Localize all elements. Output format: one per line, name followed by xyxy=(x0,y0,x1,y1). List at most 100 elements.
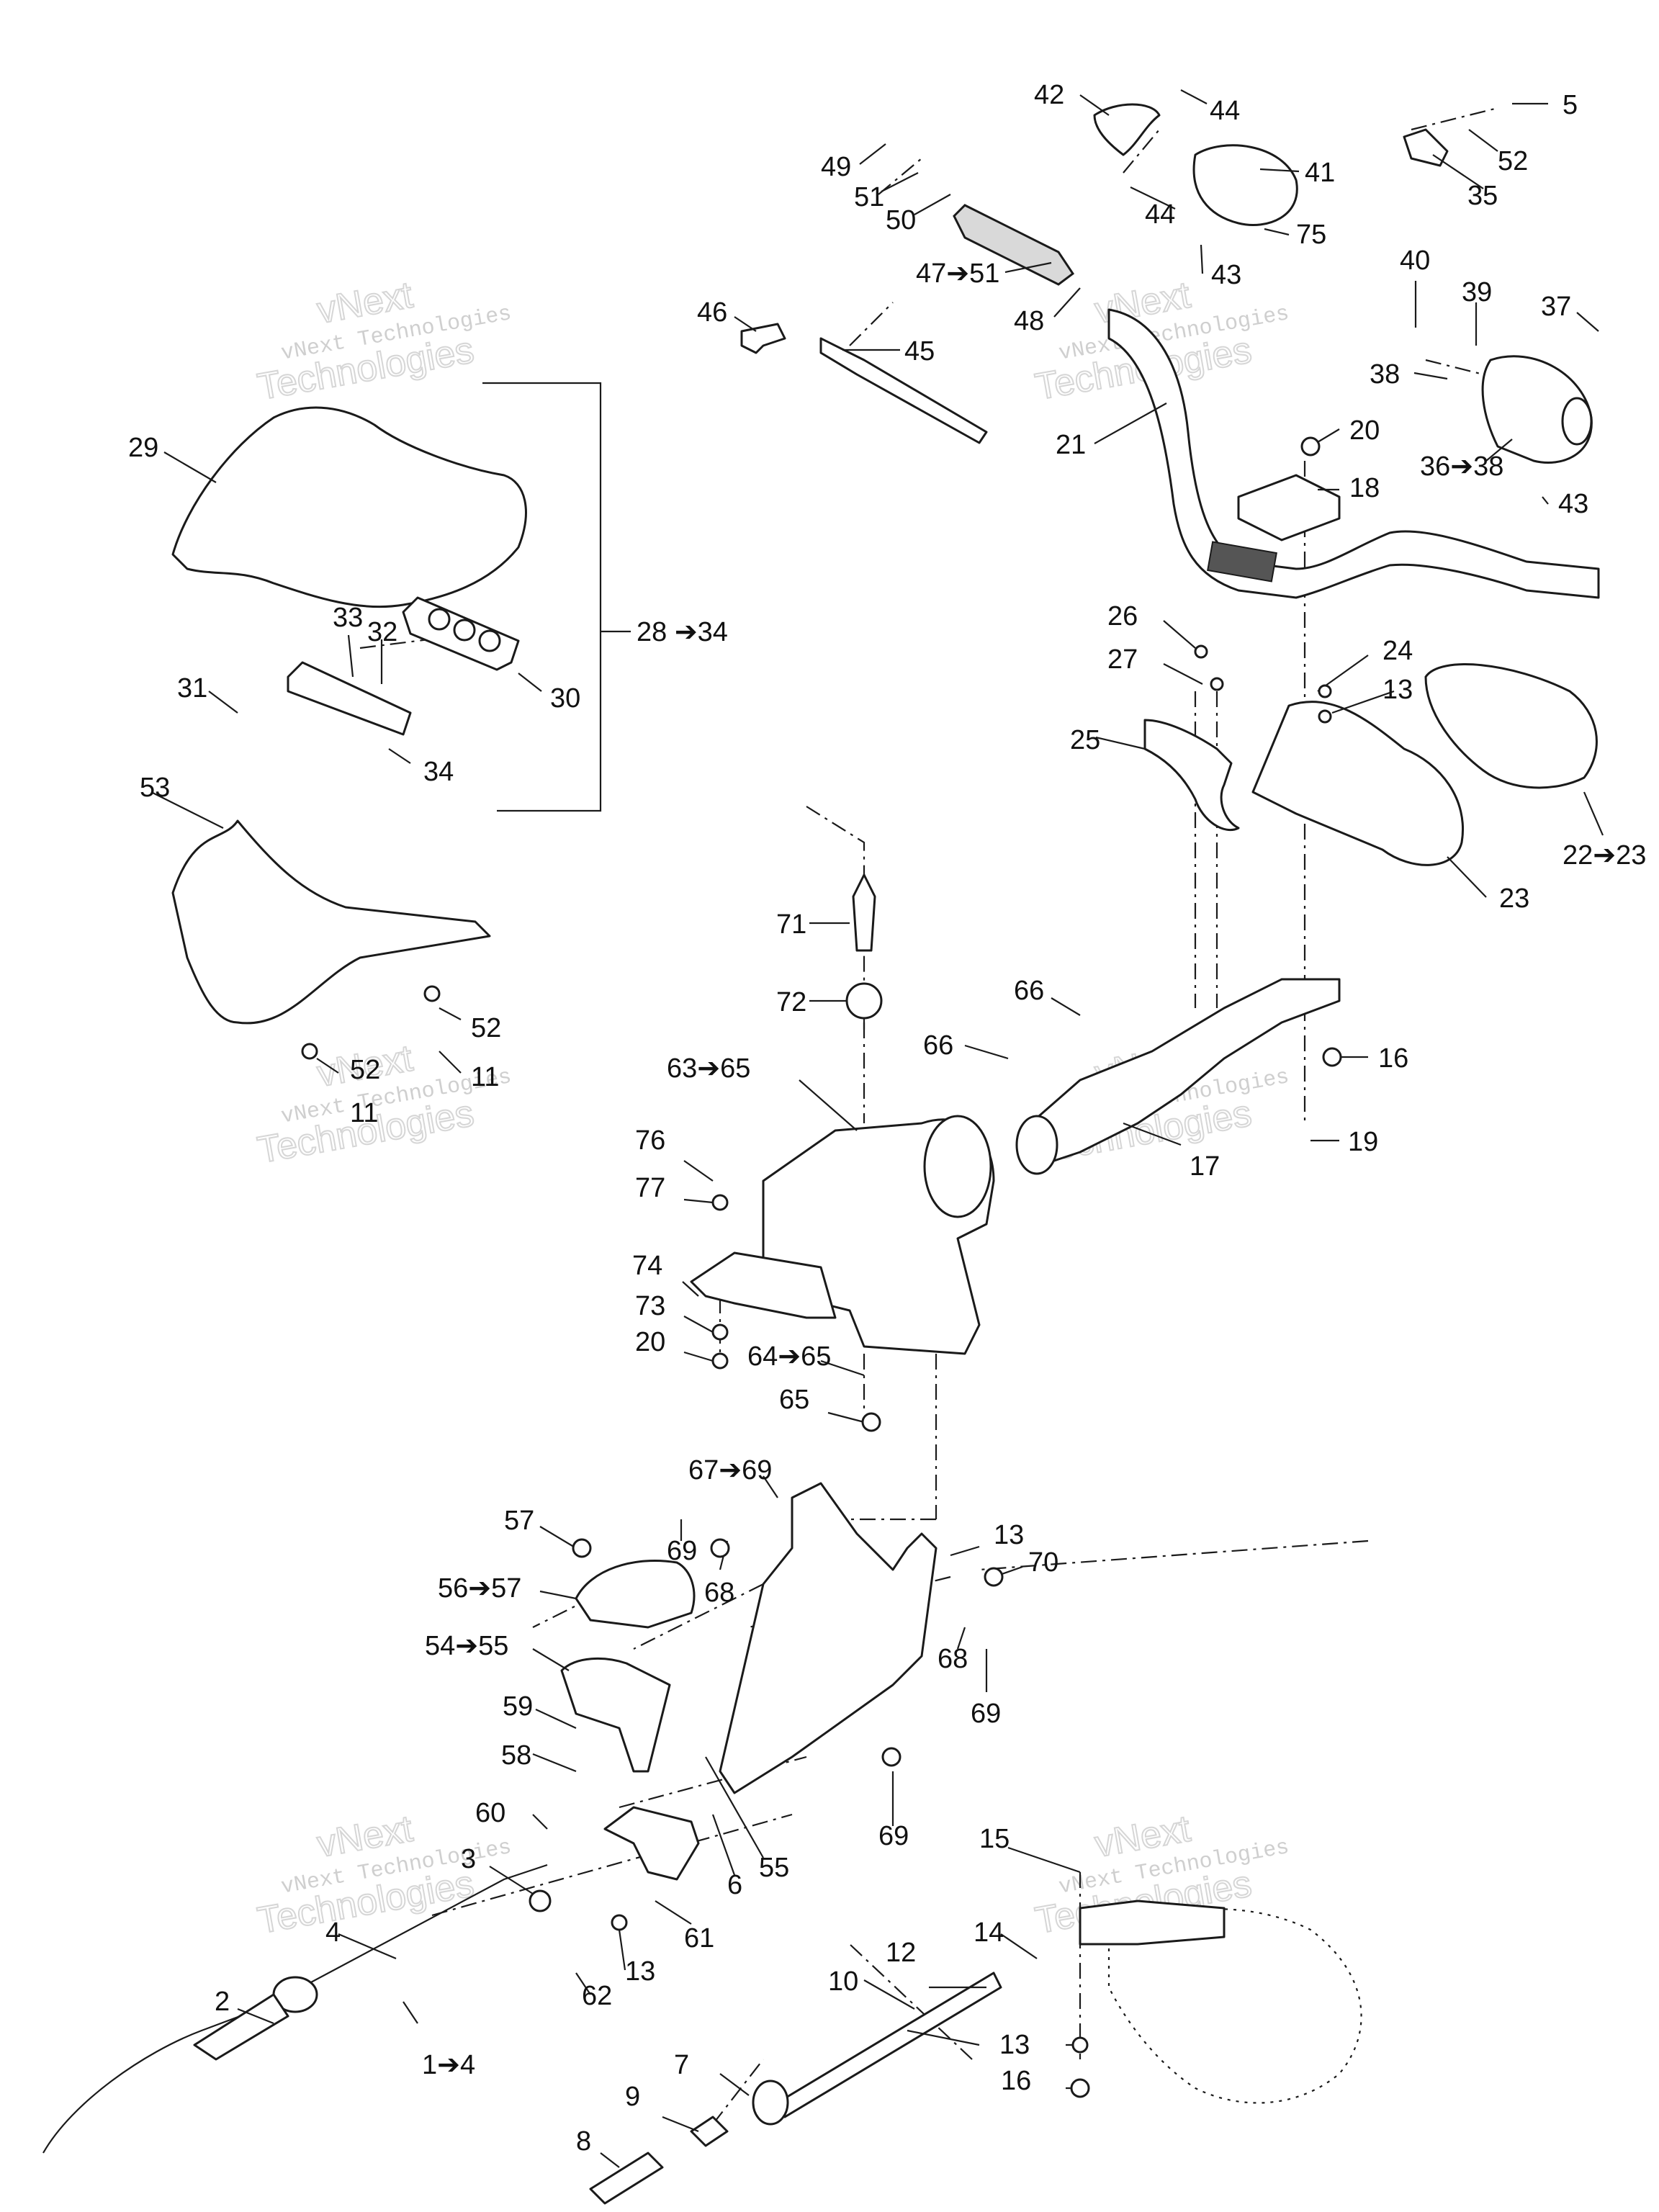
callout-54-55: 54➔55 xyxy=(425,1631,508,1661)
callout-28-34: 28 ➔34 xyxy=(637,617,728,647)
callout-56-57: 56➔57 xyxy=(438,1573,521,1604)
callout-69: 69 xyxy=(667,1536,697,1566)
callout-40: 40 xyxy=(1400,246,1430,276)
stud-shape xyxy=(852,873,876,952)
callout-11: 11 xyxy=(350,1098,378,1128)
callout-74: 74 xyxy=(632,1251,662,1281)
callout-21: 21 xyxy=(1056,430,1086,460)
switch-bracket-shape xyxy=(287,661,412,736)
callout-16: 16 xyxy=(1001,2066,1031,2096)
callout-5: 5 xyxy=(1563,90,1578,120)
callout-61: 61 xyxy=(684,1923,714,1954)
lanyard-cap-shape xyxy=(1093,103,1161,156)
rubber-bumper-shape xyxy=(845,982,883,1020)
callout-43: 43 xyxy=(1211,260,1241,290)
callout-52: 52 xyxy=(1498,146,1528,176)
callout-60: 60 xyxy=(475,1798,505,1828)
callout-34: 34 xyxy=(423,757,454,787)
callout-76: 76 xyxy=(635,1125,665,1156)
watermark: vNext vNext Technologies Technologies xyxy=(253,1037,513,1172)
callout-77: 77 xyxy=(635,1173,665,1203)
parts xyxy=(42,103,1600,2205)
callout-68: 68 xyxy=(704,1578,734,1608)
callout-68: 68 xyxy=(938,1644,968,1674)
handlebar-clamp-shape xyxy=(1237,474,1341,541)
callout-46: 46 xyxy=(697,297,727,328)
group-bracket-28-34 xyxy=(482,382,602,812)
callout-73: 73 xyxy=(635,1291,665,1321)
callout-20: 20 xyxy=(635,1327,665,1357)
callout-69: 69 xyxy=(878,1821,909,1851)
fasteners xyxy=(301,436,1342,2098)
upper-clamp-shape xyxy=(575,1559,696,1629)
callout-26: 26 xyxy=(1107,601,1138,631)
callout-67-69: 67➔69 xyxy=(688,1455,772,1485)
callout-64-65: 64➔65 xyxy=(747,1341,831,1372)
steering-arm-shape xyxy=(1079,1899,1226,1946)
callout-labels: 5 52 35 42 44 49 51 50 41 44 75 47➔51 43… xyxy=(128,80,1646,2157)
callout-66: 66 xyxy=(1014,976,1044,1006)
leader-lines xyxy=(150,89,1604,2168)
lower-support-shape xyxy=(719,1482,938,1794)
cable-fitting-7 xyxy=(752,2080,789,2126)
callout-4: 4 xyxy=(325,1917,341,1948)
switch-housing-shape xyxy=(1192,144,1298,226)
callout-51: 51 xyxy=(854,182,884,212)
callout-44: 44 xyxy=(1145,199,1175,230)
callout-70: 70 xyxy=(1028,1547,1058,1578)
callout-53: 53 xyxy=(140,773,170,803)
callout-48: 48 xyxy=(1014,306,1044,336)
callout-35: 35 xyxy=(1467,181,1498,211)
callout-3: 3 xyxy=(461,1844,476,1874)
callout-23: 23 xyxy=(1499,884,1529,914)
callout-14: 14 xyxy=(974,1917,1004,1948)
steering-column-shape xyxy=(1021,978,1341,1168)
cable-bracket-shape xyxy=(603,1806,700,1881)
cable-cone xyxy=(193,1993,289,2061)
callout-42: 42 xyxy=(1034,80,1064,110)
callout-45: 45 xyxy=(904,336,935,367)
cover-25-shape xyxy=(1143,719,1240,832)
callout-47-51: 47➔51 xyxy=(916,258,999,289)
callout-19: 19 xyxy=(1348,1127,1378,1157)
callout-65: 65 xyxy=(779,1385,809,1415)
callout-36-38: 36➔38 xyxy=(1420,451,1503,482)
watermark: vNext vNext Technologies Technologies xyxy=(253,274,513,409)
callout-50: 50 xyxy=(886,205,916,235)
callout-29: 29 xyxy=(128,433,158,463)
callout-18: 18 xyxy=(1349,473,1380,503)
callout-27: 27 xyxy=(1107,644,1138,675)
callout-41: 41 xyxy=(1305,158,1335,188)
callout-1-4: 1➔4 xyxy=(422,2050,475,2080)
cable-clip-9 xyxy=(690,2116,729,2147)
handlebar-grip-knurl xyxy=(1207,541,1277,583)
callout-39: 39 xyxy=(1462,277,1492,307)
callout-52: 52 xyxy=(350,1055,380,1085)
handlebar-cover-shape xyxy=(171,406,527,608)
steering-cable-shape xyxy=(42,1863,548,2154)
callout-31: 31 xyxy=(177,673,207,703)
bracket-46-shape xyxy=(740,323,786,354)
lower-clamp-shape xyxy=(560,1657,671,1773)
callout-43: 43 xyxy=(1558,489,1588,519)
callout-22-23: 22➔23 xyxy=(1563,840,1646,871)
throttle-housing-end xyxy=(1561,397,1593,446)
callout-30: 30 xyxy=(550,683,580,714)
choke-cable-shape xyxy=(819,337,988,444)
support-plate-shape xyxy=(690,1251,837,1319)
callout-10: 10 xyxy=(828,1966,858,1997)
callout-9: 9 xyxy=(625,2082,640,2112)
callout-69: 69 xyxy=(971,1699,1001,1729)
callout-62: 62 xyxy=(582,1981,612,2011)
callout-11: 11 xyxy=(471,1062,499,1092)
callout-37: 37 xyxy=(1541,292,1571,322)
callout-44: 44 xyxy=(1210,96,1240,126)
callout-13: 13 xyxy=(1382,675,1413,705)
console-shape xyxy=(1251,701,1464,866)
callout-25: 25 xyxy=(1070,725,1100,755)
callout-6: 6 xyxy=(727,1870,742,1900)
throttle-housing-shape xyxy=(1481,355,1593,464)
callout-38: 38 xyxy=(1370,359,1400,390)
callout-72: 72 xyxy=(776,987,806,1017)
